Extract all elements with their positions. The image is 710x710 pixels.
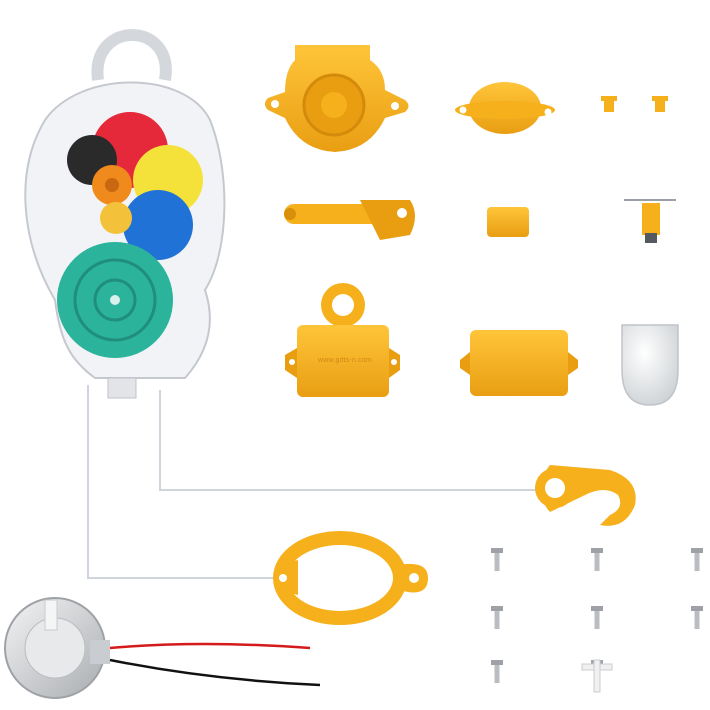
string-lines (87, 385, 545, 579)
clear-dome-cap (621, 324, 679, 406)
screw (591, 606, 603, 629)
hook-arm (535, 465, 636, 526)
motor-mount-plate (265, 45, 409, 152)
screws (491, 548, 703, 693)
short-tube (487, 207, 529, 237)
lamp-holder-with-ring (285, 283, 400, 397)
white-axle-part (581, 659, 613, 693)
blue-gear (123, 190, 193, 260)
screw (491, 660, 503, 683)
screw (691, 548, 703, 571)
small-yellow-gear (100, 202, 132, 234)
screw (491, 548, 503, 571)
small-pegs (601, 96, 668, 112)
black-wire (109, 658, 321, 687)
screw (491, 606, 503, 629)
watermark-text: www.gifts-n.com (318, 357, 372, 364)
cylinder-sleeve (460, 330, 578, 396)
dc-motor (4, 597, 321, 699)
oval-bracket (455, 82, 555, 134)
red-wire (109, 642, 311, 650)
oval-ring-frame (273, 531, 428, 625)
crank-arm (284, 200, 415, 240)
screw (591, 548, 603, 571)
transparent-gearbox (24, 29, 226, 399)
screw (691, 606, 703, 629)
switch-assembly (624, 199, 676, 243)
